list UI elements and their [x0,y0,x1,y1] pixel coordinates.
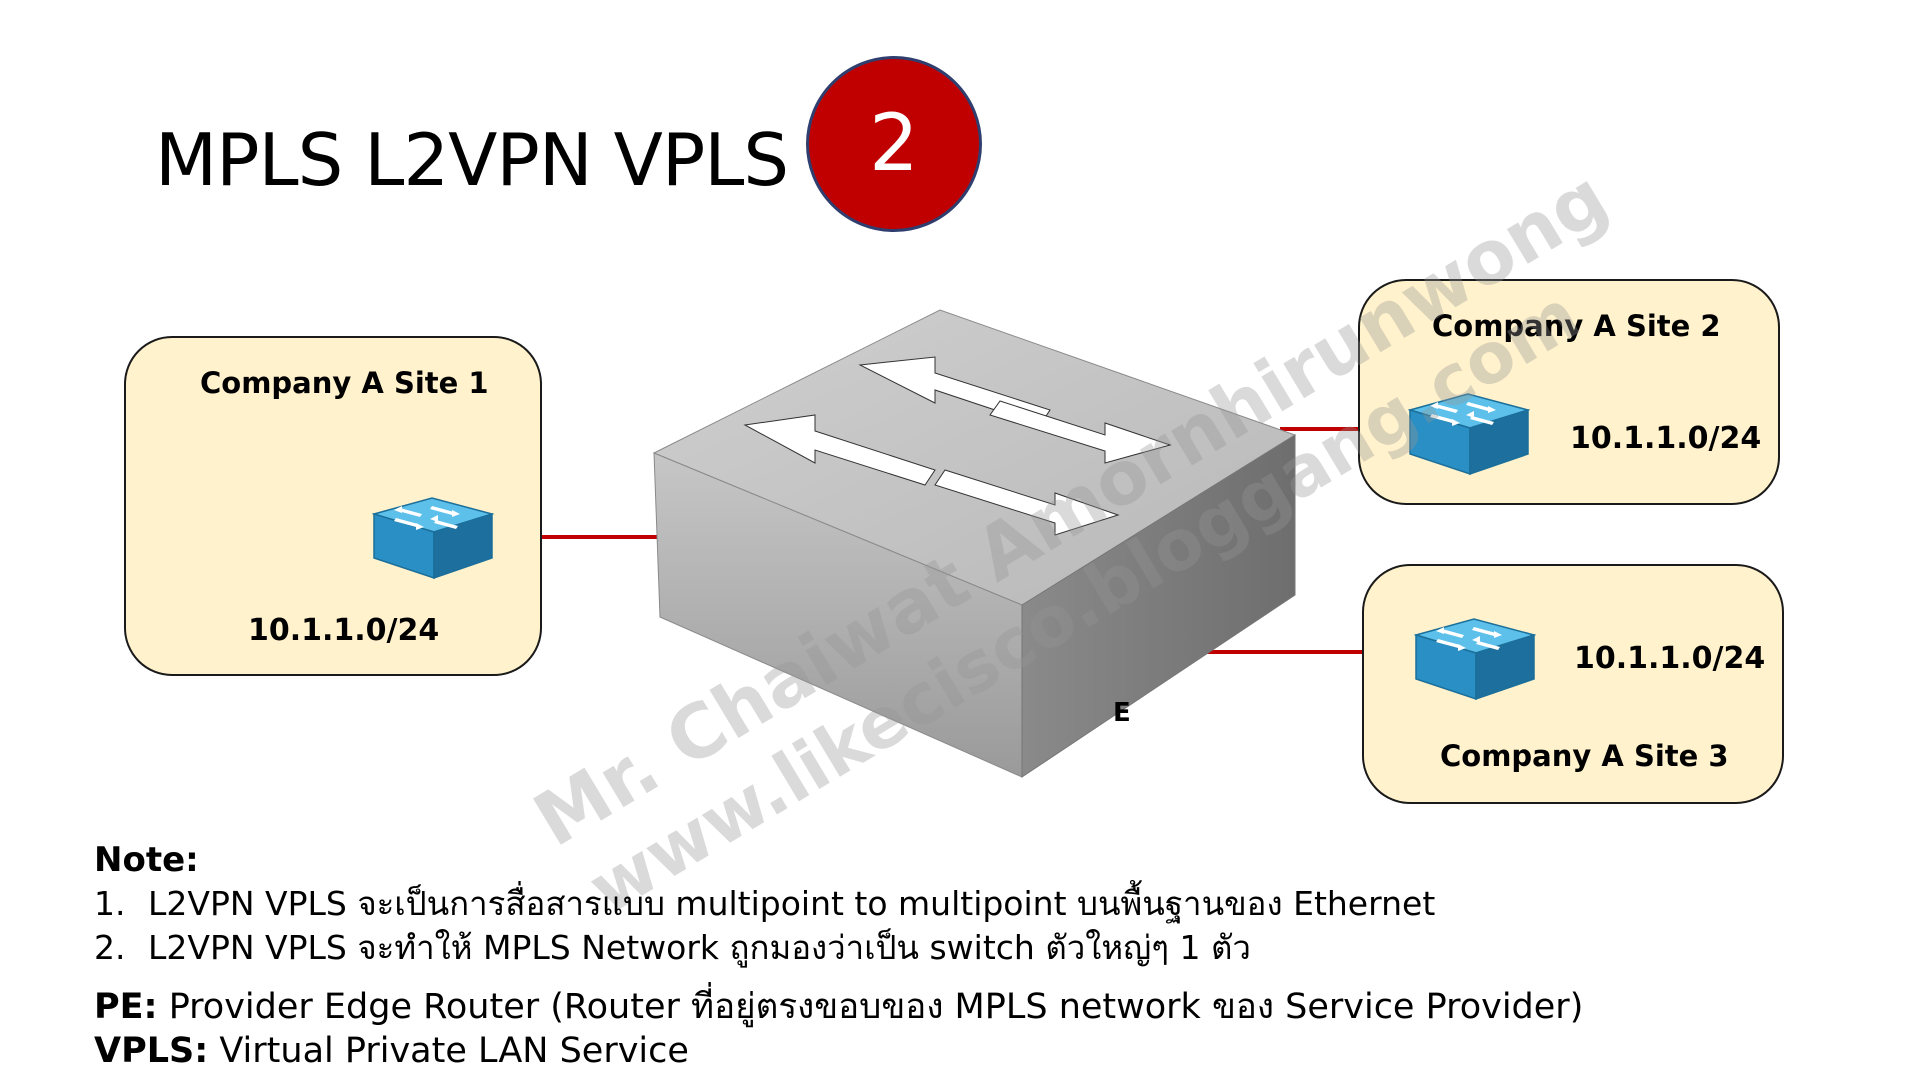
site-2-box: Company A Site 2 10.1.1.0/24 [1358,279,1780,505]
definition-pe: PE: Provider Edge Router (Router ที่อยู่… [94,985,1583,1029]
notes-section: Note: 1. L2VPN VPLS จะเป็นการสื่อสารแบบ m… [94,838,1435,970]
site-2-label: Company A Site 2 [1432,309,1721,343]
definition-vpls: VPLS: Virtual Private LAN Service [94,1029,1583,1073]
note-item: 1. L2VPN VPLS จะเป็นการสื่อสารแบบ multipo… [94,882,1435,926]
site-1-subnet: 10.1.1.0/24 [248,613,440,648]
note-text: L2VPN VPLS จะเป็นการสื่อสารแบบ multipoin… [148,884,1436,923]
step-badge: 2 [806,56,982,232]
page-title: MPLS L2VPN VPLS [155,118,789,202]
definition-term: PE: [94,987,158,1027]
mpls-core-switch-icon [652,309,1297,778]
site-1-label: Company A Site 1 [200,366,489,400]
note-item: 2. L2VPN VPLS จะทำให้ MPLS Network ถูกมอง… [94,926,1435,970]
note-number: 1. [94,884,126,923]
site-1-box: Company A Site 1 10.1.1.0/24 [124,336,542,676]
definition-term: VPLS: [94,1031,209,1071]
link-core-site3 [1180,650,1420,654]
site-1-switch-icon [372,497,494,580]
definitions-section: PE: Provider Edge Router (Router ที่อยู่… [94,985,1583,1073]
site-3-label: Company A Site 3 [1440,739,1729,773]
note-number: 2. [94,928,126,967]
definition-text: Provider Edge Router (Router ที่อยู่ตรงข… [157,987,1584,1027]
note-text: L2VPN VPLS จะทำให้ MPLS Network ถูกมองว่… [148,928,1251,967]
pe-label-fragment: E [1113,698,1131,728]
link-core-site2 [1280,427,1410,431]
site-2-switch-icon [1408,393,1530,476]
link-site1-core [490,535,660,539]
site-2-subnet: 10.1.1.0/24 [1570,421,1762,456]
definition-text: Virtual Private LAN Service [208,1031,689,1071]
site-3-switch-icon [1414,618,1536,701]
notes-heading: Note: [94,840,199,880]
site-3-subnet: 10.1.1.0/24 [1574,641,1766,676]
